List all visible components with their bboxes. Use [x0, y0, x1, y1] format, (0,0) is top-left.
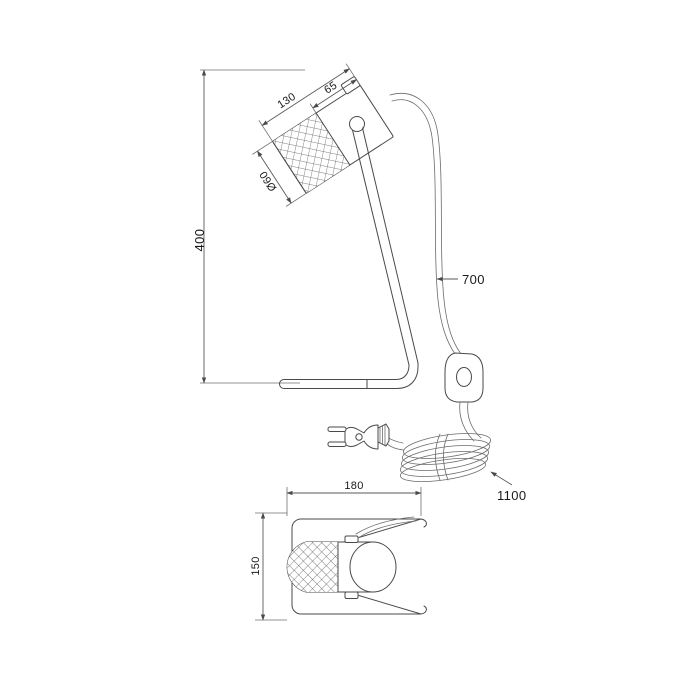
dimension-label-head-length: 130 — [276, 91, 299, 112]
frame-tip-upper — [420, 518, 427, 528]
wire-base — [279, 362, 419, 389]
dimension-label-head-diameter: Ø60 — [257, 169, 279, 194]
lamp-head: 130 65 Ø60 — [252, 63, 394, 207]
dimension-head-65: 65 — [309, 79, 357, 114]
plan-view: 180 150 — [250, 480, 427, 621]
ext-130-right — [345, 63, 361, 85]
dimension-plan-180: 180 — [286, 480, 422, 516]
plug-pins — [327, 426, 347, 447]
cord-upper — [389, 93, 462, 355]
plan-cord — [355, 516, 417, 539]
dimension-plan-150: 150 — [250, 512, 287, 621]
leader-label-700: 700 — [462, 272, 485, 287]
dimension-label-height: 400 — [192, 229, 207, 252]
coil-loop-2 — [402, 439, 490, 465]
plan-mesh-fill — [287, 542, 338, 592]
cord-lower-edge-b — [467, 401, 482, 439]
base-wire-outline — [279, 362, 419, 389]
plan-cord-edge-a — [355, 516, 415, 535]
leader-label-1100: 1100 — [497, 488, 527, 503]
coil-tie-left — [435, 433, 441, 481]
plug-grip-ribs — [379, 424, 386, 446]
inline-switch — [444, 352, 484, 403]
plug-pin-upper — [327, 426, 347, 432]
dimension-label-plan-depth: 150 — [250, 556, 262, 575]
coil-loop-5 — [399, 458, 487, 482]
coil-loop-3 — [401, 445, 489, 471]
coil-loops — [399, 433, 491, 482]
ext-dia-top — [252, 140, 273, 155]
plan-mount-tab-lower — [344, 591, 359, 599]
frame-tip-lower — [420, 605, 427, 615]
cord-outer-edge — [389, 93, 462, 355]
switch-rocker — [456, 367, 472, 387]
dimension-height-400: 400 — [192, 69, 305, 384]
lamp-head-plan — [286, 535, 397, 599]
support-arm — [352, 127, 419, 366]
plan-lens-circle — [349, 541, 397, 593]
coil-loop-1 — [403, 433, 491, 459]
ext-65-left — [309, 103, 317, 114]
leader-cord-700: 700 — [436, 272, 485, 287]
coil-tie-right — [443, 433, 449, 481]
dimension-label-head-offset: 65 — [322, 79, 339, 96]
mesh-fill — [272, 113, 350, 194]
coil-loop-4 — [400, 451, 488, 477]
leader-cord-1100: 1100 — [490, 471, 527, 503]
arm-edge-right — [362, 127, 419, 364]
pivot-circle — [349, 116, 365, 132]
coil-tie — [435, 433, 449, 481]
ext-dia-bottom — [285, 192, 307, 207]
leader-line-1100 — [490, 471, 513, 486]
plug-center-hole — [355, 433, 363, 441]
plug-body — [344, 424, 379, 450]
euro-plug — [327, 423, 390, 450]
dimline-130 — [261, 68, 350, 126]
dimension-label-plan-width: 180 — [344, 480, 363, 492]
dimline-65 — [312, 79, 357, 109]
cord-inner-edge — [391, 99, 456, 355]
pivot-joint — [349, 116, 365, 132]
elevation-view: 400 130 — [192, 63, 527, 503]
cord-lower — [459, 401, 482, 442]
plan-head-mesh — [287, 542, 338, 592]
dimension-head-130: 130 — [258, 63, 361, 142]
plug-pin-lower — [327, 441, 347, 447]
ext-130-left — [258, 120, 273, 142]
coiled-cord — [399, 433, 491, 482]
plan-cord-edge-b — [357, 520, 417, 539]
plan-mount-tab-upper — [344, 535, 359, 543]
dimline-dia60 — [257, 150, 292, 204]
arm-edge-left — [352, 129, 410, 366]
cord-lower-edge-a — [459, 401, 475, 442]
lamp-head-mesh — [272, 113, 350, 194]
